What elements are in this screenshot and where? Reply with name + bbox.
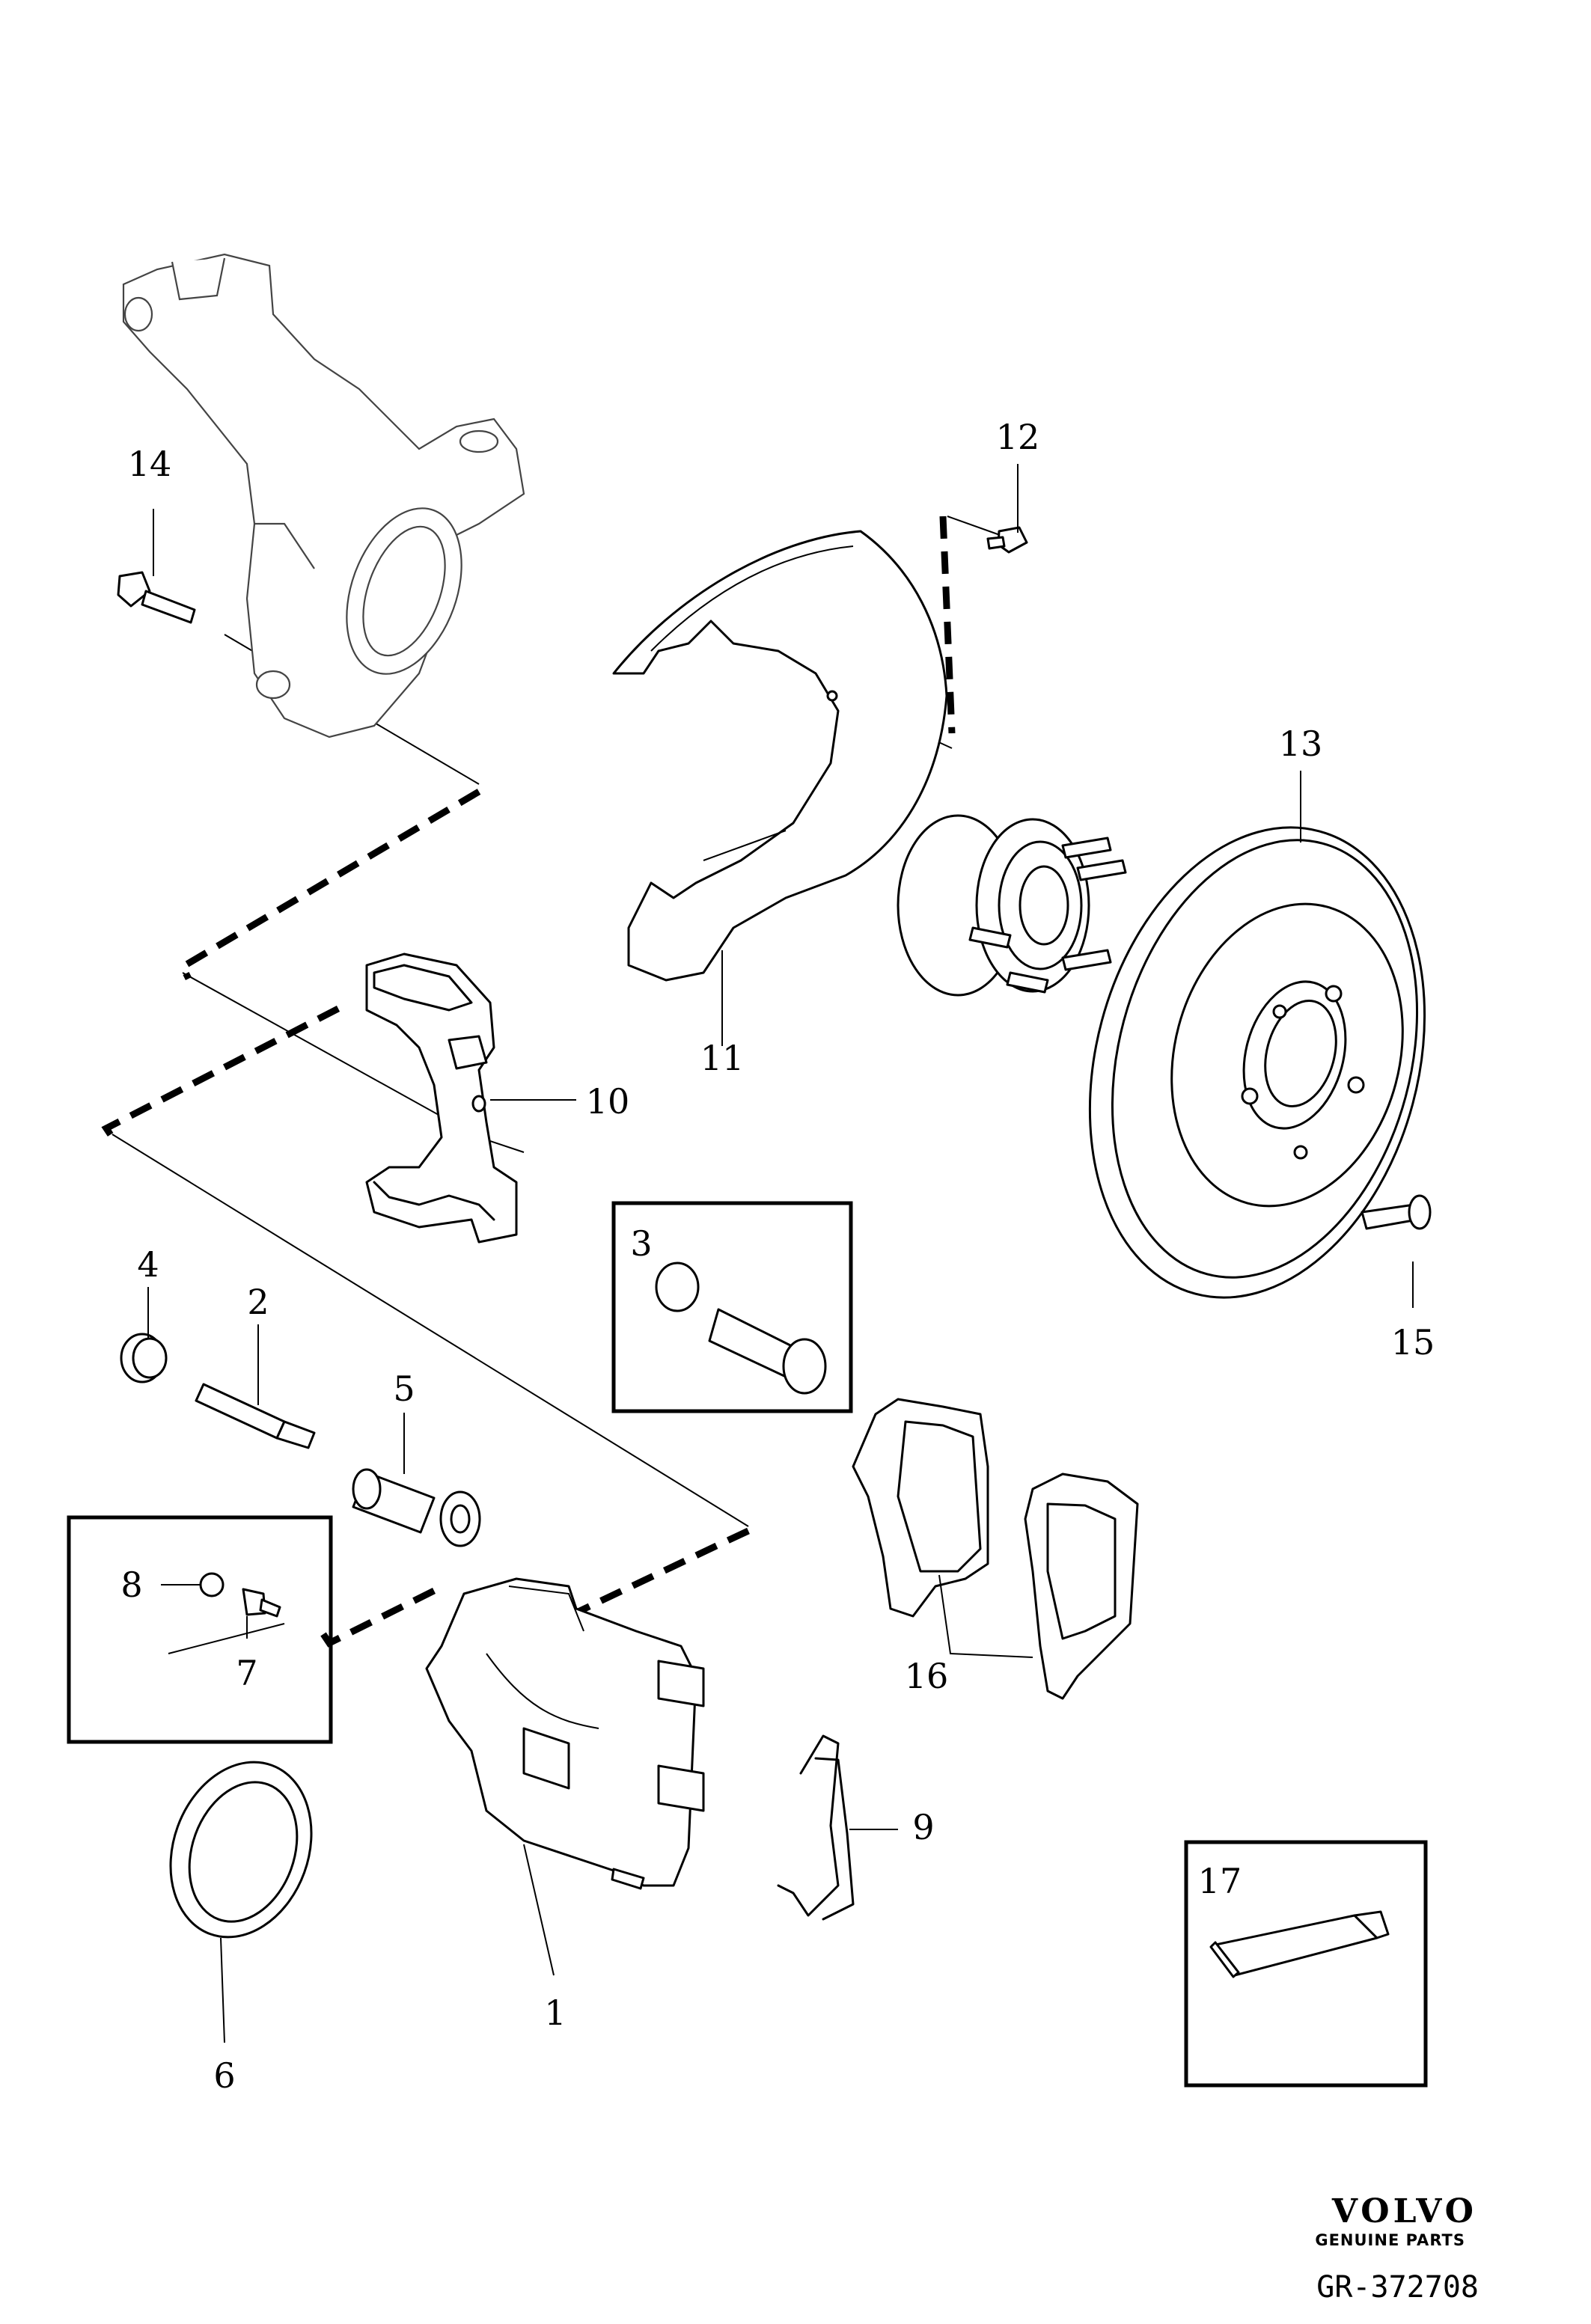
guide-sleeve xyxy=(352,1468,481,1547)
brake-caliper xyxy=(425,1577,705,1890)
caliper-bracket xyxy=(365,952,518,1244)
callout-14: 14 xyxy=(128,444,172,484)
anti-rattle-spring xyxy=(777,1734,855,1921)
kit-box-3 xyxy=(611,1201,853,1413)
brake-pads xyxy=(852,1398,1139,1700)
splash-shield xyxy=(612,530,948,982)
callout-11: 11 xyxy=(700,1038,745,1078)
callout-9: 9 xyxy=(912,1807,934,1847)
callout-3: 3 xyxy=(630,1223,652,1264)
hub-bearing xyxy=(897,814,1127,997)
volvo-logo: VOLVO xyxy=(1331,2192,1477,2230)
callout-5: 5 xyxy=(393,1369,415,1409)
callout-8: 8 xyxy=(120,1565,142,1605)
kit-box-7-8 xyxy=(67,1515,333,1744)
guide-pin xyxy=(195,1383,316,1449)
disc-screw xyxy=(1361,1194,1432,1230)
genuine-parts-tagline: GENUINE PARTS xyxy=(1315,2231,1465,2249)
callout-15: 15 xyxy=(1391,1322,1435,1363)
knuckle-bolt xyxy=(117,571,196,624)
leader-lines xyxy=(147,464,1414,2043)
callout-10: 10 xyxy=(586,1081,630,1122)
drawing-number: GR-372708 xyxy=(1316,2270,1479,2305)
brake-disc xyxy=(1088,826,1426,1299)
callout-4: 4 xyxy=(137,1244,159,1285)
callout-16: 16 xyxy=(905,1656,949,1696)
shield-screw xyxy=(986,526,1028,554)
callouts: 1 2 3 4 5 6 7 8 9 10 11 12 13 14 15 16 1… xyxy=(120,417,1435,2096)
callout-1: 1 xyxy=(544,1993,566,2033)
callout-17: 17 xyxy=(1198,1861,1242,1901)
callout-13: 13 xyxy=(1279,724,1323,764)
callout-7: 7 xyxy=(236,1653,257,1693)
steering-knuckle xyxy=(122,253,525,739)
guide-bushing xyxy=(120,1333,168,1383)
callout-6: 6 xyxy=(213,2055,235,2096)
callout-12: 12 xyxy=(996,417,1040,457)
callout-2: 2 xyxy=(247,1282,269,1322)
piston-seal xyxy=(169,1761,313,1939)
kit-box-17 xyxy=(1184,1840,1428,2088)
